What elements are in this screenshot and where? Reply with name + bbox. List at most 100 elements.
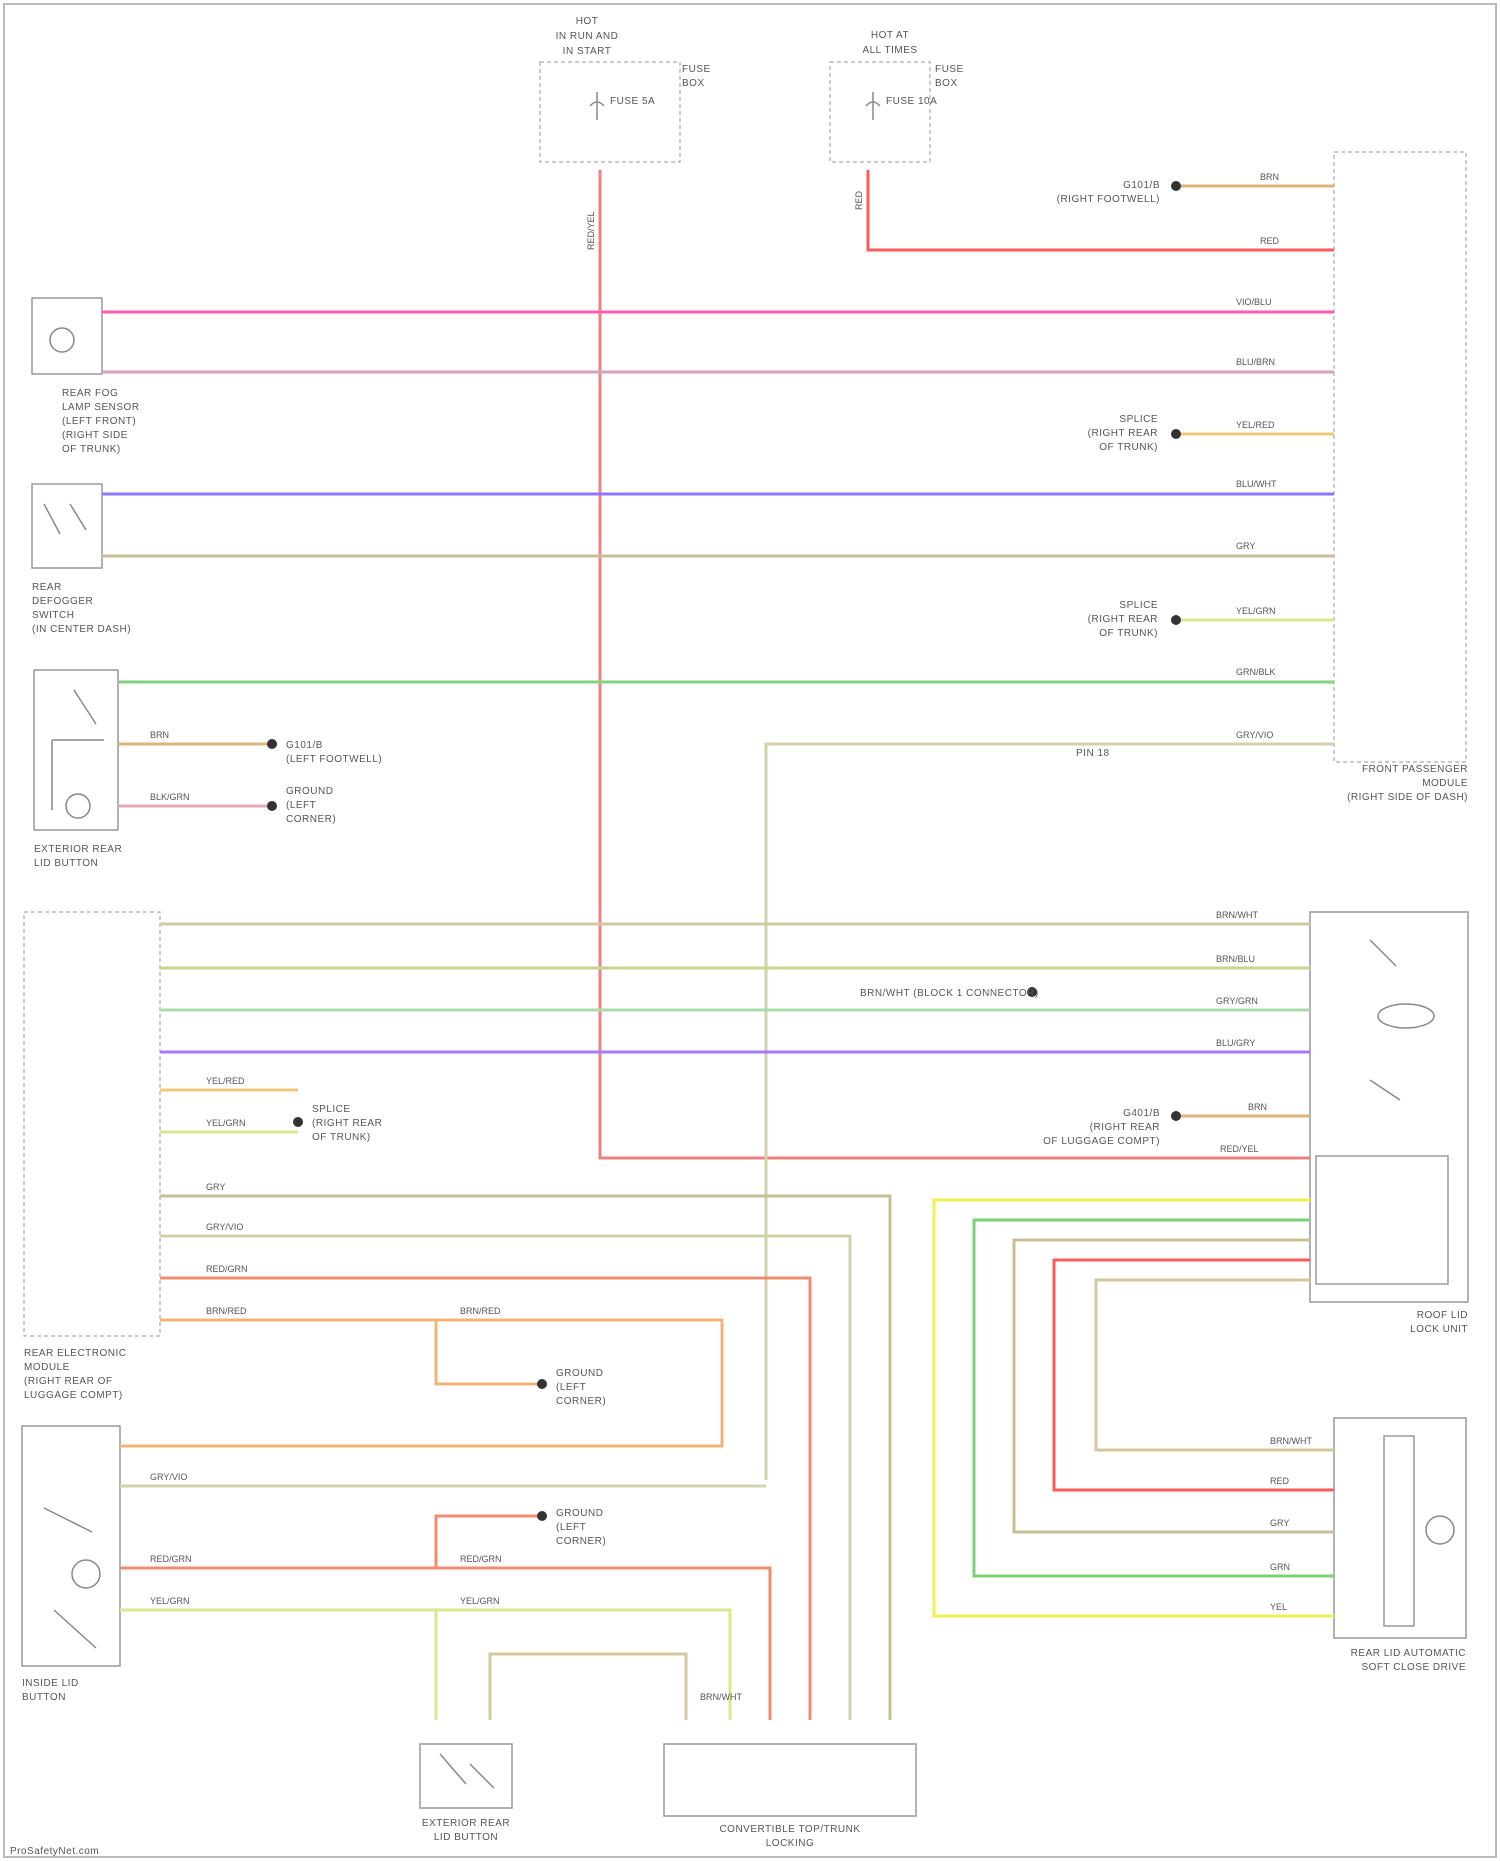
- bottom-module-label-2: LOCKING: [766, 1838, 815, 1849]
- bottom-switch-label-1: EXTERIOR REAR: [422, 1818, 510, 1829]
- fuse-left-box: [540, 62, 680, 162]
- ground-point-bottom-2: [537, 1511, 547, 1521]
- defogger-label-1: REAR: [32, 582, 62, 593]
- rear-module-label-4: LUGGAGE COMPT): [24, 1390, 123, 1401]
- lock-unit-switches: [1370, 940, 1400, 1100]
- splice-mid-label-2: (RIGHT REAR: [312, 1118, 382, 1129]
- wire-label-5: GRY: [1236, 541, 1255, 551]
- wire-label-29: YEL/GRN: [460, 1596, 500, 1606]
- gnd-bottom2-label-1: GROUND: [556, 1508, 603, 1519]
- gnd-bottom2-label-2: (LEFT: [556, 1522, 586, 1533]
- wire-label-15: GRY/GRN: [1216, 996, 1258, 1006]
- bottom-switch-icon: [440, 1754, 494, 1788]
- fuse-left-note-2: BOX: [682, 78, 705, 89]
- wire-label-28: YEL/GRN: [150, 1596, 190, 1606]
- fuse-right-title-1: HOT AT: [871, 30, 909, 41]
- lid-button-label-2: LID BUTTON: [34, 858, 98, 869]
- lock-unit-inner: [1316, 1156, 1448, 1284]
- roof-lid-lock-unit: ROOF LID LOCK UNIT: [1310, 912, 1468, 1335]
- gnd-left-label-2: (LEFT: [286, 800, 316, 811]
- wire-33: [1014, 1240, 1334, 1532]
- ground-point-left: [267, 801, 277, 811]
- bottom-switch-label-2: LID BUTTON: [434, 1832, 498, 1843]
- g101-left-label-1: G101/B: [286, 740, 323, 751]
- inside-button-label-1: INSIDE LID: [22, 1678, 79, 1689]
- wire-label-24: BRN/RED: [460, 1306, 501, 1316]
- wire-label-21: GRY/VIO: [206, 1222, 243, 1232]
- splice-point-mid: [293, 1117, 303, 1127]
- wire-label-19: BRN: [1248, 1102, 1267, 1112]
- splice-1-label-1: SPLICE: [1119, 414, 1158, 425]
- fuse-right-note-2: BOX: [935, 78, 958, 89]
- fuse-right-rating: FUSE 10A: [886, 96, 937, 107]
- wire-label-9: BRN: [1260, 172, 1279, 182]
- wire-vlabel-0: RED/YEL: [586, 211, 596, 250]
- sensor-icon: [50, 328, 74, 352]
- rear-module-label-2: MODULE: [24, 1362, 70, 1373]
- gnd-bottom2-label-3: CORNER): [556, 1536, 606, 1547]
- wire-28: [120, 1610, 436, 1720]
- splice-2-label-3: OF TRUNK): [1099, 628, 1158, 639]
- gnd-bottom-label-1: GROUND: [556, 1368, 603, 1379]
- ground-labels: G101/B (RIGHT FOOTWELL) SPLICE (RIGHT RE…: [267, 180, 1181, 1547]
- splice-2-label-2: (RIGHT REAR: [1088, 614, 1158, 625]
- exterior-lid-button-bottom: EXTERIOR REAR LID BUTTON: [420, 1744, 512, 1843]
- fuse-right-box: [830, 62, 930, 162]
- wire-label-23: BRN/RED: [206, 1306, 247, 1316]
- wire-label-1: RED: [1260, 236, 1280, 246]
- front-module-box: [1334, 152, 1466, 762]
- wire-label-30: BRN/WHT: [700, 1692, 742, 1702]
- lock-unit-box: [1310, 912, 1468, 1302]
- wire-label-18: YEL/GRN: [206, 1118, 246, 1128]
- sensor-label-2: LAMP SENSOR: [62, 402, 140, 413]
- fuse-left-title-2: IN RUN AND: [556, 31, 619, 42]
- g401-label-3: OF LUGGAGE COMPT): [1043, 1136, 1160, 1147]
- front-module-label-1: FRONT PASSENGER: [1362, 764, 1468, 775]
- inside-lid-button: INSIDE LID BUTTON: [22, 1426, 120, 1703]
- inside-button-switches: [44, 1508, 96, 1648]
- wire-label-8: BLK/GRN: [150, 792, 190, 802]
- gnd-left-label-1: GROUND: [286, 786, 333, 797]
- wire-label-27: RED/GRN: [460, 1554, 502, 1564]
- wire-label-6: GRN/BLK: [1236, 667, 1276, 677]
- wire-label-26: RED/GRN: [150, 1554, 192, 1564]
- ground-point-g101: [1171, 181, 1181, 191]
- page-border: [4, 4, 1496, 1857]
- fuse-left-title-1: HOT: [576, 16, 599, 27]
- sensor-box: [32, 298, 102, 374]
- front-module-label-3: (RIGHT SIDE OF DASH): [1347, 792, 1468, 803]
- splice-2-label-1: SPLICE: [1119, 600, 1158, 611]
- sensor-label-3: (LEFT FRONT): [62, 416, 136, 427]
- bottom-module-label-1: CONVERTIBLE TOP/TRUNK: [719, 1824, 860, 1835]
- sensor-label-1: REAR FOG: [62, 388, 118, 399]
- wire-label-16: BLU/GRY: [1216, 1038, 1255, 1048]
- defogger-switch-box: [32, 484, 102, 568]
- inside-button-motor-icon: [72, 1560, 100, 1588]
- soft-close-box: [1334, 1418, 1466, 1638]
- pin-note: PIN 18: [1076, 748, 1110, 759]
- rear-module-box: [24, 912, 160, 1336]
- rear-fog-sensor: REAR FOG LAMP SENSOR (LEFT FRONT) (RIGHT…: [32, 298, 140, 455]
- wire-24: [120, 1320, 722, 1446]
- splice-1-label-2: (RIGHT REAR: [1088, 428, 1158, 439]
- splice-point-2: [1171, 615, 1181, 625]
- soft-close-drive: REAR LID AUTOMATIC SOFT CLOSE DRIVE: [1334, 1418, 1466, 1673]
- wire-label-11: YEL/GRN: [1236, 606, 1276, 616]
- soft-close-connector: [1384, 1436, 1414, 1626]
- wire-label-4: BLU/WHT: [1236, 479, 1277, 489]
- lid-button-motor-icon: [66, 794, 90, 818]
- bottom-module-box: [664, 1744, 916, 1816]
- wire-layer: RED/YELRED/YELREDREDVIO/BLUBLU/BRNBLU/WH…: [102, 170, 1334, 1720]
- footer-credit: ProSafetyNet.com: [10, 1846, 99, 1857]
- sensor-label-4: (RIGHT SIDE: [62, 430, 128, 441]
- g401-label-1: G401/B: [1123, 1108, 1160, 1119]
- splice-mid-label-1: SPLICE: [312, 1104, 351, 1115]
- inside-button-box: [22, 1426, 120, 1666]
- g101-label-1: G101/B: [1123, 180, 1160, 191]
- lock-unit-label-1: ROOF LID: [1417, 1310, 1468, 1321]
- wire-label-0: RED/YEL: [1220, 1144, 1259, 1154]
- wire-vlabel-1: RED: [854, 190, 864, 210]
- fuse-right-symbol: [866, 92, 880, 120]
- ground-point-bottom: [537, 1379, 547, 1389]
- lid-button-label-1: EXTERIOR REAR: [34, 844, 122, 855]
